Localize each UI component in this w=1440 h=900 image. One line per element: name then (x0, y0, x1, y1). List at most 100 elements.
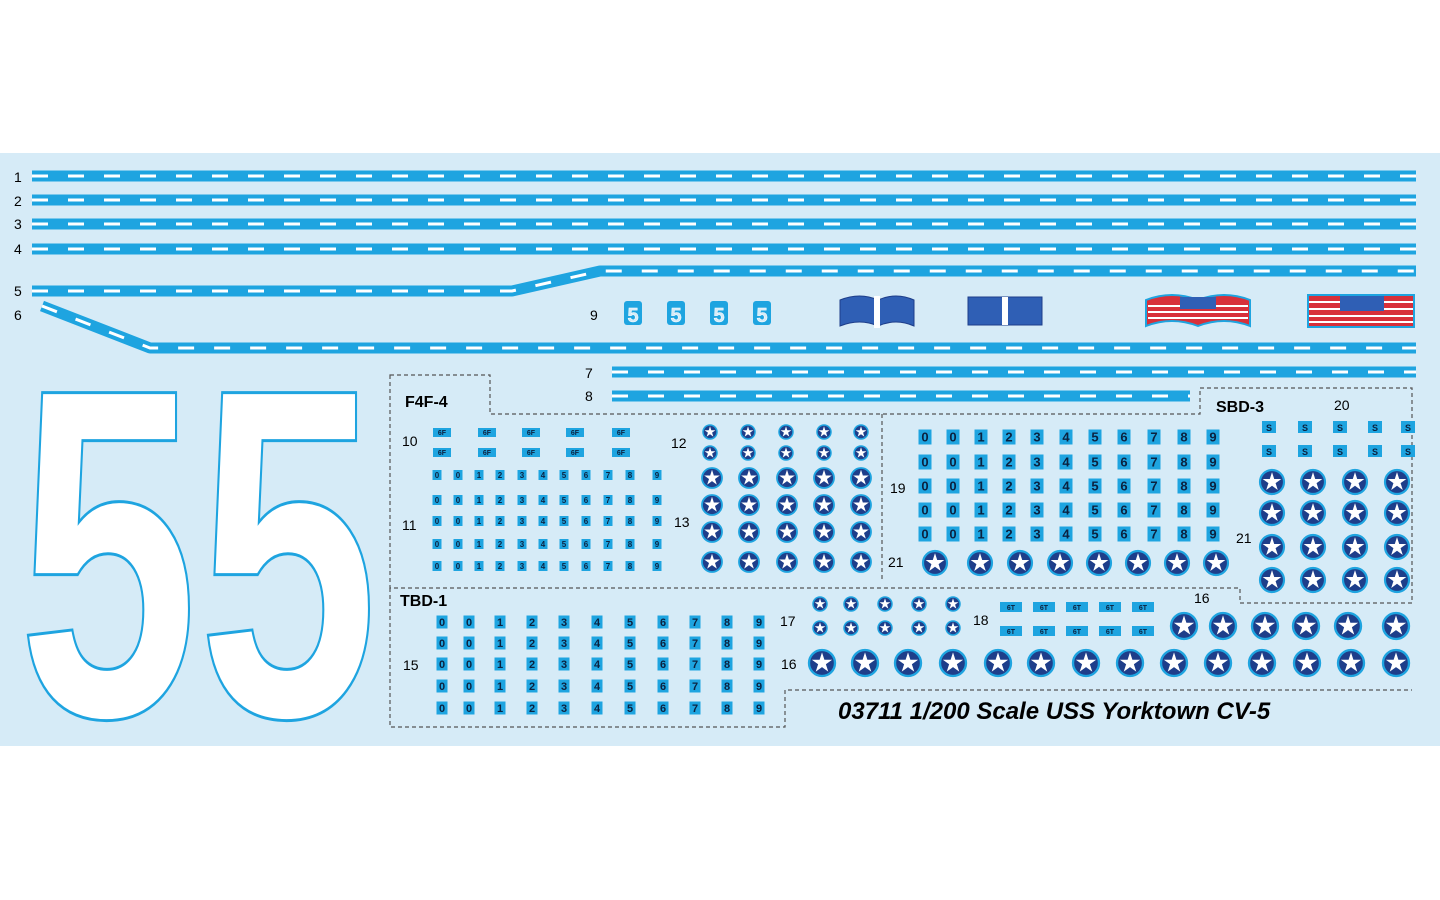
sbd-digit-decal: 9 (1206, 502, 1220, 518)
svg-text:3: 3 (520, 471, 525, 480)
sbd-digit-decal: 2 (1002, 502, 1016, 518)
svg-text:9: 9 (655, 540, 660, 549)
tbd-roundel-small (812, 620, 828, 636)
sbd-roundel-large (1341, 468, 1369, 496)
sbd-digit-decal: 8 (1177, 502, 1191, 518)
flag-waved-blue (839, 295, 915, 328)
f4f-digit-decal: 2 (495, 539, 505, 549)
f4f-code-decal: 6F (522, 428, 540, 437)
tbd-roundel-small (877, 596, 893, 612)
svg-text:2: 2 (498, 517, 503, 526)
tbd-roundel-small (843, 620, 859, 636)
tbd-code-decal: 6T (1000, 626, 1022, 636)
tbd-code-decal: 6T (1132, 626, 1154, 636)
sbd-roundel-large (1341, 533, 1369, 561)
sbd-digit-decal: 7 (1147, 502, 1161, 518)
sbd-code-decal: S (1333, 421, 1347, 433)
svg-text:6T: 6T (1139, 605, 1148, 612)
svg-text:3: 3 (561, 659, 567, 671)
f4f-roundel (701, 494, 723, 516)
tbd-digit-decal: 6 (657, 657, 669, 671)
sbd-roundel (1163, 549, 1191, 577)
sbd-digit-decal: 6 (1117, 478, 1131, 494)
big-number: 55 (18, 291, 378, 816)
svg-text:0: 0 (466, 703, 472, 715)
sbd-roundel (1085, 549, 1113, 577)
svg-text:6T: 6T (1073, 605, 1082, 612)
tbd-roundel-large (1336, 648, 1366, 678)
flag-flat-stars-stripes (1307, 294, 1415, 328)
f4f-digit-decal: 5 (559, 539, 569, 549)
tbd-digit-decal: 3 (558, 615, 570, 629)
tbd-roundel-small (843, 596, 859, 612)
sbd-roundel-large (1341, 566, 1369, 594)
f4f-roundel (701, 521, 723, 543)
f4f-digit-decal: 0 (453, 470, 463, 480)
svg-text:6: 6 (1120, 430, 1127, 445)
sbd-digit-decal: 3 (1030, 454, 1044, 470)
svg-text:2: 2 (529, 659, 535, 671)
svg-text:9: 9 (756, 681, 762, 693)
svg-text:0: 0 (949, 430, 956, 445)
f4f-roundel (776, 494, 798, 516)
svg-text:0: 0 (435, 562, 440, 571)
svg-text:S: S (1302, 447, 1308, 457)
sbd-digit-decal: 5 (1088, 478, 1102, 494)
tbd-digit-decal: 0 (463, 679, 475, 693)
tbd-roundel-large (1247, 648, 1277, 678)
svg-text:5: 5 (627, 617, 633, 629)
sbd-roundel-large (1383, 499, 1411, 527)
f4f-roundel (813, 521, 835, 543)
svg-text:S: S (1405, 447, 1411, 457)
tbd-digit-decal: 7 (689, 679, 701, 693)
svg-text:3: 3 (561, 681, 567, 693)
svg-text:6T: 6T (1040, 605, 1049, 612)
svg-text:5: 5 (562, 471, 567, 480)
tbd-roundel (1291, 611, 1321, 641)
f4f-digit-decal: 4 (538, 539, 548, 549)
svg-text:S: S (1337, 423, 1343, 433)
panel-outlines (389, 374, 1413, 728)
svg-text:2: 2 (529, 703, 535, 715)
tbd-code-decal: 6T (1132, 602, 1154, 612)
f4f-digit-decal: 1 (474, 470, 484, 480)
f4f-digit-decal: 7 (603, 561, 613, 571)
svg-text:8: 8 (1180, 455, 1187, 470)
svg-text:9: 9 (655, 496, 660, 505)
tbd-code-decal: 6T (1099, 626, 1121, 636)
sbd-digit-decal: 4 (1059, 454, 1073, 470)
svg-text:8: 8 (724, 681, 730, 693)
sbd-roundel-large (1299, 499, 1327, 527)
stripe-label-2: 2 (14, 193, 22, 209)
tbd-roundel-large (850, 648, 880, 678)
f4f-roundel (776, 551, 798, 573)
svg-text:7: 7 (1150, 479, 1157, 494)
svg-text:5: 5 (562, 496, 567, 505)
tbd-digit-decal: 5 (624, 657, 636, 671)
svg-text:S: S (1302, 423, 1308, 433)
label-11: 11 (402, 517, 417, 533)
tbd-roundel-large (1159, 648, 1189, 678)
svg-text:0: 0 (466, 681, 472, 693)
sbd-digit-decal: 5 (1088, 429, 1102, 445)
svg-text:5: 5 (1091, 430, 1098, 445)
svg-text:5: 5 (1091, 503, 1098, 518)
svg-text:7: 7 (606, 471, 611, 480)
svg-text:1: 1 (977, 527, 984, 542)
svg-text:6T: 6T (1007, 629, 1016, 636)
f4f-digit-decal: 9 (652, 470, 662, 480)
tbd-roundel-small (911, 620, 927, 636)
sbd-code-decal: S (1368, 421, 1382, 433)
sbd-digit-decal: 0 (918, 502, 932, 518)
f4f-label: F4F-4 (405, 394, 448, 411)
f4f-roundel-small (778, 424, 794, 440)
sbd-digit-decal: 0 (946, 502, 960, 518)
f4f-code-decal: 6F (612, 448, 630, 457)
svg-text:1: 1 (497, 703, 503, 715)
sbd-digit-decal: 1 (974, 454, 988, 470)
svg-text:5: 5 (627, 703, 633, 715)
svg-text:1: 1 (477, 496, 482, 505)
svg-text:1: 1 (477, 562, 482, 571)
svg-text:2: 2 (1005, 455, 1012, 470)
